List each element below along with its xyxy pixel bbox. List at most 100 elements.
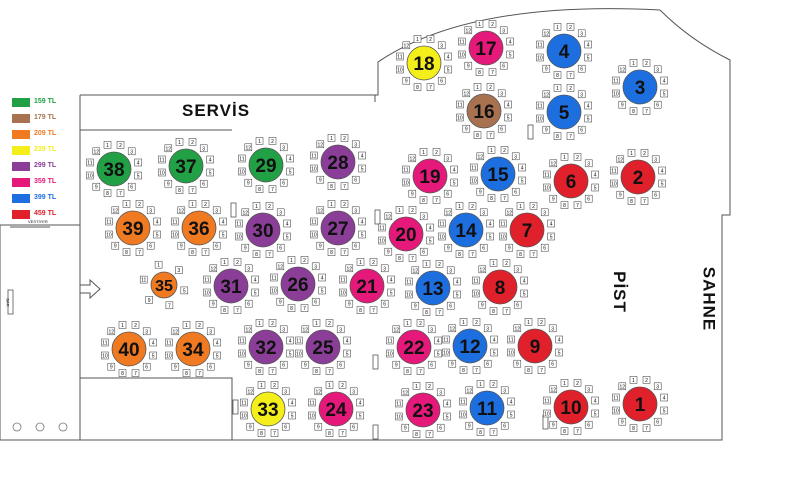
chair[interactable] [577,64,586,73]
chair[interactable] [154,260,163,269]
chair[interactable] [658,166,666,175]
chair[interactable] [436,388,445,397]
chair[interactable] [513,300,522,309]
table-circle[interactable] [553,389,589,425]
table-circle[interactable] [406,45,442,81]
chair[interactable] [188,248,197,256]
chair[interactable] [295,349,303,358]
chair[interactable] [244,178,253,187]
chair[interactable] [497,124,506,133]
chair[interactable] [257,381,266,389]
chair[interactable] [584,420,593,429]
chair[interactable] [339,275,347,284]
chair[interactable] [547,232,555,241]
chair[interactable] [131,321,140,329]
table-circle[interactable] [517,328,553,364]
chair[interactable] [206,168,214,177]
chair[interactable] [573,427,582,435]
chair[interactable] [103,189,112,197]
chair[interactable] [427,360,436,369]
chair[interactable] [472,289,480,298]
chair[interactable] [257,429,266,437]
chair[interactable] [436,423,445,432]
chair[interactable] [314,422,323,431]
chair[interactable] [316,206,325,215]
chair[interactable] [642,424,651,432]
chair[interactable] [146,206,155,215]
chair[interactable] [310,164,318,173]
chair[interactable] [276,208,285,217]
chair[interactable] [283,219,291,228]
chair[interactable] [506,50,514,59]
table-circle[interactable] [482,269,518,305]
chair[interactable] [101,351,109,360]
chair[interactable] [591,396,599,405]
chair[interactable] [171,230,179,239]
chair[interactable] [524,366,533,374]
chair[interactable] [149,338,157,347]
chair[interactable] [472,276,480,285]
chair[interactable] [384,247,393,256]
chair[interactable] [343,336,351,345]
chair[interactable] [453,277,461,286]
chair[interactable] [413,83,422,91]
chair[interactable] [464,26,473,35]
chair[interactable] [412,382,421,390]
chair[interactable] [505,208,514,217]
chair[interactable] [618,417,627,426]
chair[interactable] [244,264,253,273]
chair[interactable] [127,147,136,156]
chair[interactable] [479,243,488,252]
chair[interactable] [153,217,161,226]
chair[interactable] [325,367,334,375]
chair[interactable] [458,50,466,59]
chair[interactable] [325,381,334,389]
chair[interactable] [283,232,291,241]
chair[interactable] [142,362,151,371]
chair[interactable] [553,23,562,31]
chair[interactable] [111,206,120,215]
chair[interactable] [175,186,184,194]
chair[interactable] [455,250,464,258]
chair[interactable] [343,349,351,358]
chair[interactable] [543,170,551,179]
chair[interactable] [238,349,246,358]
chair[interactable] [476,428,485,436]
chair[interactable] [518,163,526,172]
chair[interactable] [435,260,444,268]
chair[interactable] [405,277,413,286]
chair[interactable] [238,167,246,176]
chair[interactable] [464,61,473,70]
chair[interactable] [219,217,227,226]
chair[interactable] [338,381,347,389]
chair[interactable] [486,83,495,91]
chair[interactable] [499,26,508,35]
chair[interactable] [549,385,558,394]
chair[interactable] [612,89,620,98]
chair[interactable] [425,382,434,390]
chair[interactable] [536,53,544,62]
chair[interactable] [612,76,620,85]
chair[interactable] [444,243,453,252]
chair[interactable] [490,335,498,344]
table-circle[interactable] [250,391,286,427]
chair[interactable] [408,254,417,262]
chair[interactable] [459,397,467,406]
chair[interactable] [206,362,215,371]
chair[interactable] [422,260,431,268]
chair[interactable] [555,335,563,344]
chair[interactable] [488,68,497,76]
chair[interactable] [577,90,586,99]
chair[interactable] [188,138,197,146]
chair[interactable] [408,154,417,163]
chair[interactable] [177,206,186,215]
chair[interactable] [171,327,180,336]
chair[interactable] [301,360,310,369]
chair[interactable] [300,304,309,312]
chair[interactable] [244,325,253,334]
